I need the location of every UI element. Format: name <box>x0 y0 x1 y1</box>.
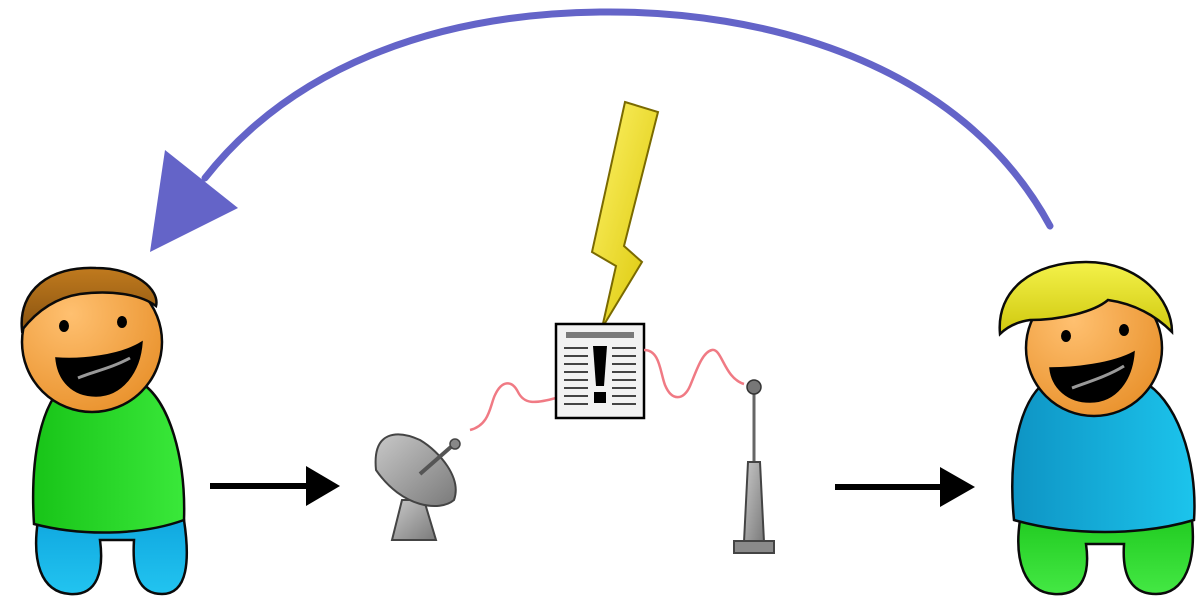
signal-paper-to-antenna <box>643 348 745 399</box>
radio-antenna-icon <box>733 379 775 554</box>
newspaper-exclamation-icon <box>554 322 646 420</box>
satellite-dish-icon <box>374 433 461 541</box>
lightning-bolt-icon <box>590 100 660 329</box>
signal-dish-to-paper <box>469 382 557 432</box>
arrow-sender-to-dish <box>210 466 340 506</box>
sender-person-icon <box>20 266 189 596</box>
feedback-arrowhead <box>150 150 238 252</box>
feedback-arrow <box>150 8 1054 252</box>
receiver-person-icon <box>998 260 1196 596</box>
arrow-antenna-to-receiver <box>835 467 975 507</box>
